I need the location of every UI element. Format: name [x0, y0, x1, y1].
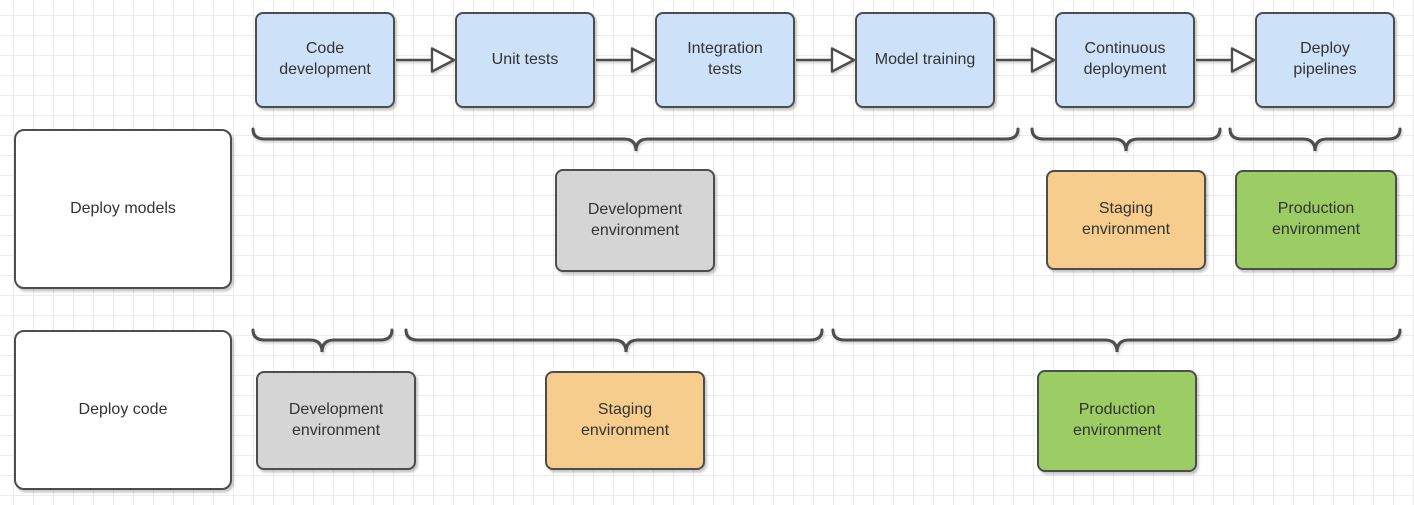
env-box-label: Staging environment: [580, 400, 670, 439]
open-arrowhead-icon: [630, 47, 656, 73]
pipeline-step-unit-tests: Unit tests: [455, 12, 595, 108]
pipeline-step-label: Integration tests: [687, 40, 763, 78]
env-box-label: Development environment: [288, 400, 384, 439]
env-box-models-production: Production environment: [1235, 170, 1397, 270]
brace-code-production: [831, 328, 1402, 353]
pipeline-step-deploy-pipelines: Deploy pipelines: [1255, 12, 1395, 108]
pipeline-step-label: Code development: [279, 40, 371, 78]
flow-arrow-5: [1196, 47, 1256, 73]
open-arrowhead-icon: [1030, 47, 1056, 73]
pipeline-step-code-development: Code development: [255, 12, 395, 108]
brace-models-production: [1228, 127, 1402, 152]
env-box-label: Production environment: [1271, 200, 1361, 238]
pipeline-step-continuous-deployment: Continuous deployment: [1055, 12, 1195, 108]
pipeline-step-label: Unit tests: [491, 50, 559, 68]
brace-code-staging: [404, 328, 824, 353]
env-box-code-production: Production environment: [1037, 370, 1197, 472]
open-arrowhead-icon: [830, 47, 856, 73]
pipeline-step-integration-tests: Integration tests: [655, 12, 795, 108]
brace-code-development: [251, 328, 394, 353]
env-box-code-development: Development environment: [256, 371, 416, 470]
pipeline-step-label: Model training: [874, 50, 976, 68]
row-label-text: Deploy models: [70, 199, 176, 217]
row-label-text: Deploy code: [78, 400, 168, 418]
flow-arrow-3: [796, 47, 856, 73]
env-box-label: Staging environment: [1081, 200, 1171, 238]
open-arrowhead-icon: [430, 47, 456, 73]
flow-arrow-2: [596, 47, 656, 73]
row-label-deploy-models: Deploy models: [14, 129, 232, 289]
row-label-deploy-code: Deploy code: [14, 330, 232, 490]
pipeline-step-label: Continuous deployment: [1083, 40, 1167, 78]
brace-models-staging: [1030, 127, 1222, 152]
env-box-label: Development environment: [587, 200, 683, 239]
env-box-models-development: Development environment: [555, 169, 715, 272]
env-box-label: Production environment: [1072, 401, 1162, 439]
env-box-code-staging: Staging environment: [545, 371, 705, 470]
pipeline-step-model-training: Model training: [855, 12, 995, 108]
flow-arrow-4: [996, 47, 1056, 73]
open-arrowhead-icon: [1230, 47, 1256, 73]
flow-arrow-1: [396, 47, 456, 73]
brace-models-development: [251, 127, 1020, 152]
pipeline-step-label: Deploy pipelines: [1293, 40, 1357, 78]
env-box-models-staging: Staging environment: [1046, 170, 1206, 270]
